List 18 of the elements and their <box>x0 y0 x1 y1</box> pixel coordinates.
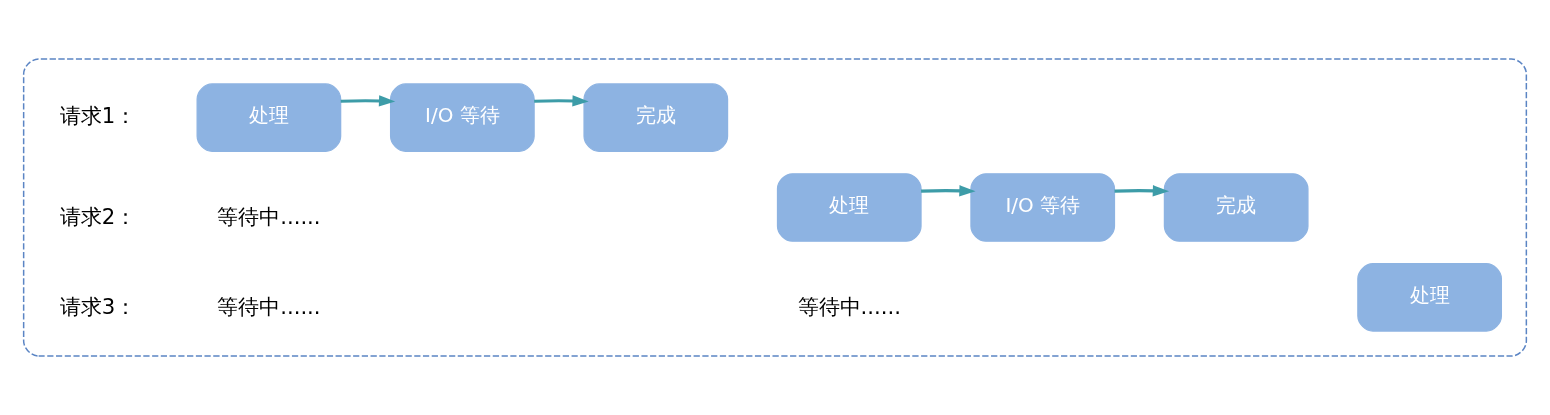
arrow <box>340 95 396 107</box>
node-box: 处理 <box>1357 263 1502 332</box>
label: 请求2： <box>59 203 137 229</box>
label: 等待中...... <box>217 293 321 319</box>
label: 请求3： <box>59 293 137 319</box>
node-box: 处理 <box>196 83 342 152</box>
node-box: 完成 <box>583 83 729 152</box>
label: 等待中...... <box>797 293 901 319</box>
arrow <box>921 185 976 197</box>
arrow <box>1114 185 1170 197</box>
label: 请求1： <box>59 102 137 128</box>
node-box: I/O 等待 <box>389 83 535 152</box>
label: 等待中...... <box>217 203 321 229</box>
arrow <box>534 95 589 107</box>
cluster <box>22 58 1528 357</box>
node-box: 处理 <box>776 173 922 242</box>
node-box: I/O 等待 <box>970 173 1116 242</box>
node-box: 完成 <box>1163 173 1309 242</box>
